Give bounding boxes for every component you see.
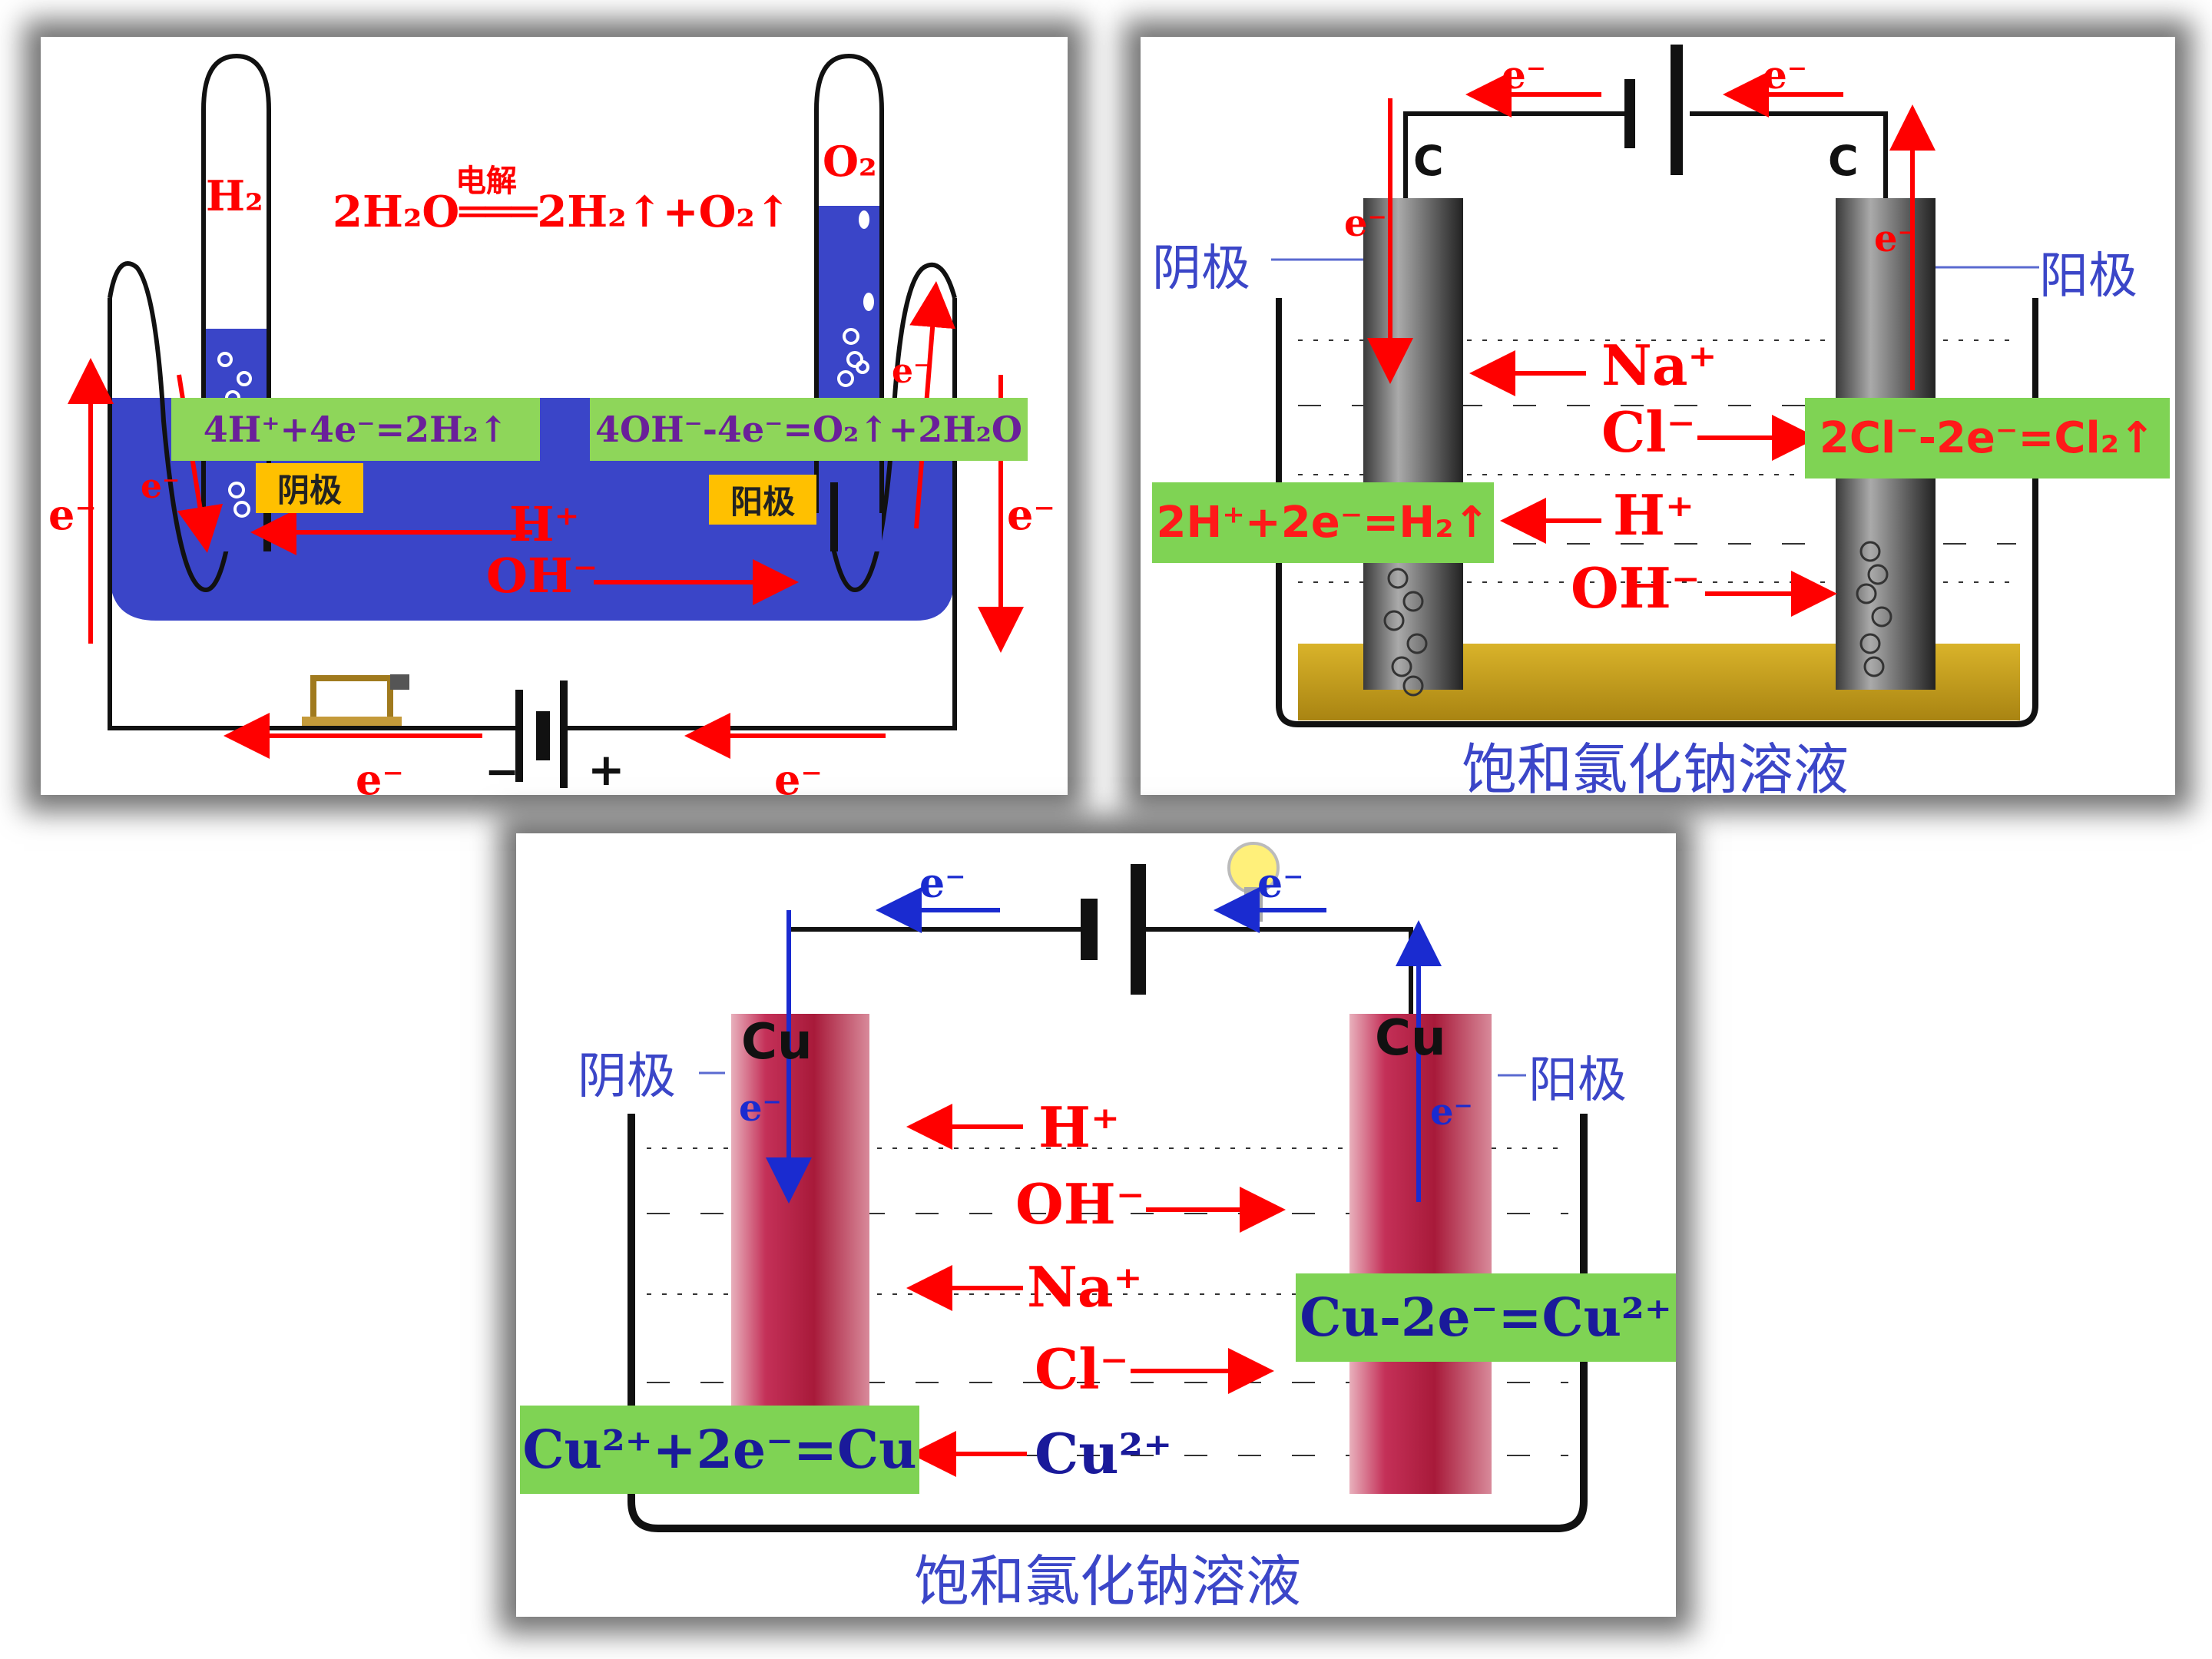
electron-bottom-right: e⁻ [774, 755, 823, 804]
cathode-reaction-box: 4H⁺+4e⁻=2H₂↑ [171, 398, 540, 461]
anode-reaction-box: Cu-2e⁻=Cu²⁺ [1296, 1273, 1676, 1362]
electrode-cu-left: Cu [741, 1014, 813, 1071]
electron-tube-left: e⁻ [141, 467, 180, 506]
electron-top-right: e⁻ [1257, 860, 1304, 907]
electron-cathode: e⁻ [739, 1087, 782, 1130]
cathode-label: 阴极 [578, 1048, 676, 1105]
electron-tube-right: e⁻ [892, 352, 932, 391]
electron-bottom-left: e⁻ [356, 755, 404, 804]
electrode-c-left: C [1413, 137, 1444, 185]
ion-oh: OH⁻ [1015, 1171, 1145, 1237]
anode-label: 阳极 [2039, 248, 2137, 305]
nacl-copper-panel: Cu Cu 阴极 阳极 e⁻ e⁻ e⁻ e⁻ H⁺ OH⁻ Na⁺ Cl⁻ C… [516, 833, 1676, 1617]
o2-label: O₂ [823, 137, 877, 186]
ion-na: Na⁺ [1601, 333, 1717, 398]
u-tube-right [814, 262, 957, 593]
electrode-c-right: C [1828, 137, 1859, 185]
electron-anode: e⁻ [1874, 217, 1917, 260]
electron-anode: e⁻ [1430, 1091, 1473, 1134]
water-electrolysis-equation: 2H₂O═══2H₂↑+O₂↑ [333, 187, 791, 237]
ion-oh: OH⁻ [1571, 555, 1700, 621]
ion-h: H⁺ [1038, 1094, 1121, 1160]
cathode-label: 阴极 [1152, 240, 1250, 297]
anode-label: 阳极 [1528, 1052, 1627, 1109]
battery-plus: + [588, 743, 625, 796]
anode-label: 阳极 [709, 475, 816, 525]
ion-oh: OH⁻ [486, 548, 598, 604]
cathode-reaction-box: Cu²⁺+2e⁻=Cu [520, 1406, 919, 1494]
anode-reaction-box: 4OH⁻-4e⁻=O₂↑+2H₂O [590, 398, 1028, 461]
anode-reaction-box: 2Cl⁻-2e⁻=Cl₂↑ [1805, 398, 2170, 478]
equation-condition: 电解 [455, 164, 517, 199]
electron-left: e⁻ [48, 490, 97, 539]
battery [486, 680, 586, 788]
battery-minus: − [485, 747, 520, 796]
caption: 饱和氯化钠溶液 [913, 1549, 1301, 1614]
carbon-cathode [1363, 198, 1463, 690]
ion-na: Na⁺ [1027, 1254, 1143, 1320]
electrode-cu-right: Cu [1375, 1010, 1446, 1067]
cathode-reaction-box: 2H⁺+2e⁻=H₂↑ [1152, 482, 1494, 563]
electron-top-right: e⁻ [1763, 52, 1808, 98]
nacl-carbon-panel: C C 阴极 阳极 e⁻ e⁻ e⁻ e⁻ Na⁺ Cl⁻ H⁺ OH⁻ 2Cl… [1141, 37, 2175, 802]
o2-test-tube [814, 53, 884, 551]
ion-h: H⁺ [1613, 482, 1695, 548]
u-tube-left [108, 261, 244, 593]
h2-label: H₂ [206, 171, 263, 220]
copper-cathode [731, 1014, 869, 1475]
electron-cathode: e⁻ [1344, 202, 1387, 245]
cathode-label: 阴极 [256, 463, 363, 513]
ion-h: H⁺ [509, 496, 580, 552]
electron-right: e⁻ [1007, 490, 1055, 539]
ion-cl: Cl⁻ [1601, 399, 1696, 465]
ion-cu: Cu²⁺ [1035, 1421, 1173, 1486]
caption: 饱和氯化钠溶液 [1461, 737, 1849, 802]
water-electrolysis-panel: H₂ O₂ 电解 2H₂O═══2H₂↑+O₂↑ 4H⁺+4e⁻=2H₂↑ 4O… [41, 37, 1068, 804]
ion-cl: Cl⁻ [1035, 1336, 1129, 1402]
nacl-copper-diagram [628, 842, 1588, 1532]
electron-top-left: e⁻ [1502, 52, 1547, 98]
electron-top-left: e⁻ [919, 860, 966, 907]
switch [302, 674, 409, 726]
